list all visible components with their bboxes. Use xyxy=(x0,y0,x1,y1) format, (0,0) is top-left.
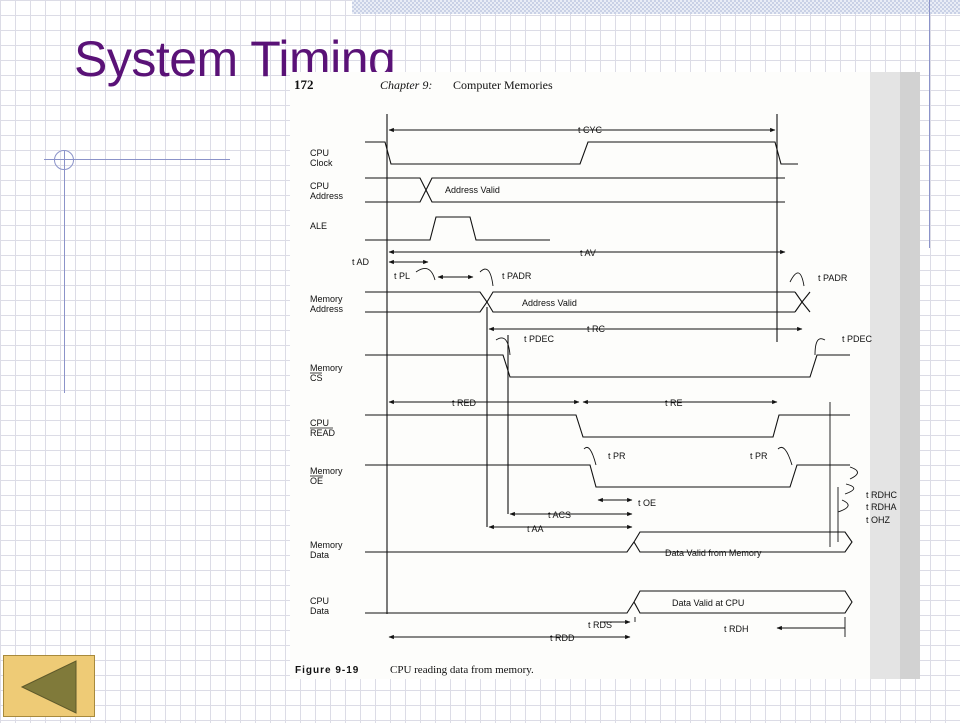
signal-label-memory-cs-1: Memory xyxy=(310,363,343,373)
hook-t-pl xyxy=(415,267,436,281)
timing-diagram: 172 Chapter 9: Computer Memories xyxy=(294,72,920,679)
waveform-memory-oe xyxy=(365,464,850,488)
label-t-red: t RED xyxy=(452,398,477,408)
waveform-memory-address-lower xyxy=(365,291,795,313)
hook-t-padr xyxy=(479,268,494,287)
figure-caption: CPU reading data from memory. xyxy=(390,664,534,676)
signal-label-cpu-clock-1: CPU xyxy=(310,148,329,158)
decor-horizontal-line xyxy=(44,159,230,160)
signal-label-cpu-read-1: CPU xyxy=(310,418,329,428)
signal-label-ale: ALE xyxy=(310,221,327,231)
waveform-memory-address-upper xyxy=(365,291,795,313)
label-t-rc: t RC xyxy=(587,324,606,334)
waveform-cpu-data xyxy=(365,590,853,614)
label-t-rdh: t RDH xyxy=(724,624,749,634)
label-t-re: t RE xyxy=(665,398,683,408)
waveform-ale xyxy=(365,216,550,241)
label-t-pdec: t PDEC xyxy=(524,334,555,344)
label-t-pl: t PL xyxy=(394,271,410,281)
signal-label-memory-address-2: Address xyxy=(310,304,344,314)
decor-vertical-line-right xyxy=(929,0,930,248)
decor-circle xyxy=(54,150,74,170)
signal-label-memory-data-1: Memory xyxy=(310,540,343,550)
figure-label: Figure 9-19 xyxy=(295,665,359,676)
waveform-cpu-clock xyxy=(365,141,798,165)
label-t-rdd: t RDD xyxy=(550,633,575,643)
label-t-pr: t PR xyxy=(608,451,626,461)
hook-t-pdec-2 xyxy=(814,338,826,356)
waveform-memory-address-end-lower xyxy=(794,291,811,313)
signal-label-memory-oe-1: Memory xyxy=(310,466,343,476)
label-t-rdhc: t RDHC xyxy=(866,490,897,500)
hook-t-padr-2 xyxy=(789,272,805,287)
triangle-left-icon xyxy=(20,660,77,714)
label-t-ohz: t OHZ xyxy=(866,515,891,525)
label-t-rdha: t RDHA xyxy=(866,502,897,512)
signal-label-memory-oe-2: OE xyxy=(310,476,323,486)
label-t-cyc: t CYC xyxy=(578,125,603,135)
signal-label-cpu-address-1: CPU xyxy=(310,181,329,191)
hook-t-rdha xyxy=(844,483,855,495)
waveform-cpu-address-lower xyxy=(365,177,785,203)
label-t-aa: t AA xyxy=(527,524,544,534)
signal-label-cpu-read-2: READ xyxy=(310,428,336,438)
label-t-rds: t RDS xyxy=(588,620,612,630)
region-cpu-address-valid: Address Valid xyxy=(445,185,500,195)
signal-label-memory-data-2: Data xyxy=(310,550,329,560)
region-memory-address-valid: Address Valid xyxy=(522,298,577,308)
page-binding xyxy=(900,72,920,679)
label-t-oe: t OE xyxy=(638,498,656,508)
chapter-label: Chapter 9: xyxy=(380,78,432,92)
label-t-pr-2: t PR xyxy=(750,451,768,461)
scanned-figure: 172 Chapter 9: Computer Memories xyxy=(290,72,920,679)
hook-t-pdec xyxy=(495,337,511,356)
hook-t-ohz xyxy=(837,499,849,513)
label-t-padr: t PADR xyxy=(502,271,532,281)
label-t-pdec-2: t PDEC xyxy=(842,334,873,344)
waveform-memory-data xyxy=(365,531,853,553)
decor-vertical-line-left xyxy=(64,150,65,393)
hook-t-rdhc xyxy=(849,466,858,480)
label-t-padr-2: t PADR xyxy=(818,273,848,283)
signal-label-memory-address-1: Memory xyxy=(310,294,343,304)
hook-t-pr xyxy=(583,446,597,466)
signal-label-cpu-address-2: Address xyxy=(310,191,344,201)
label-t-av: t AV xyxy=(580,248,596,258)
signal-label-cpu-data-1: CPU xyxy=(310,596,329,606)
label-t-acs: t ACS xyxy=(548,510,571,520)
region-cpu-data-valid: Data Valid at CPU xyxy=(672,598,744,608)
hook-t-pr-2 xyxy=(777,446,793,466)
back-button[interactable] xyxy=(3,655,95,717)
region-memory-data-valid: Data Valid from Memory xyxy=(665,548,762,558)
waveform-memory-cs xyxy=(365,354,850,378)
top-decoration-band xyxy=(352,0,960,14)
waveform-cpu-address-upper xyxy=(365,177,785,203)
waveform-cpu-read xyxy=(365,414,850,438)
signal-label-memory-cs-2: CS xyxy=(310,373,323,383)
signal-label-cpu-data-2: Data xyxy=(310,606,329,616)
page-number: 172 xyxy=(294,77,314,92)
label-t-ad: t AD xyxy=(352,257,370,267)
signal-label-cpu-clock-2: Clock xyxy=(310,158,333,168)
chapter-title: Computer Memories xyxy=(453,78,553,92)
